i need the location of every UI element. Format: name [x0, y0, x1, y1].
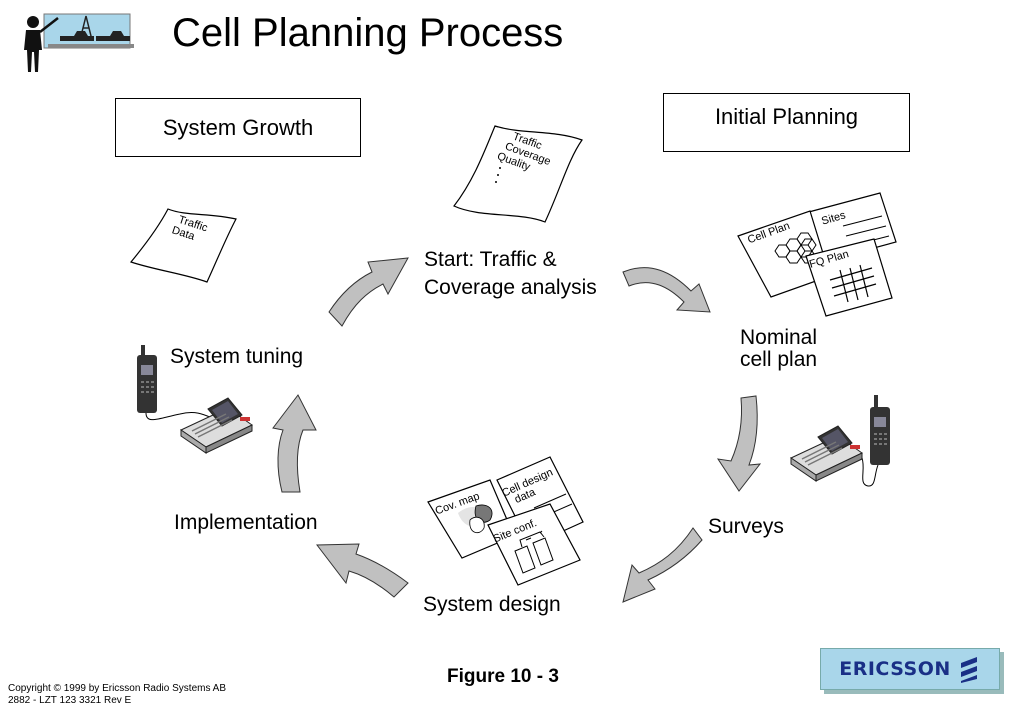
ericsson-mark-icon: [960, 657, 977, 683]
figure-caption: Figure 10 - 3: [447, 666, 559, 687]
stage-nominal-cell-plan: Nominal cell plan: [740, 327, 817, 371]
survey-phone-laptop-icon: [789, 395, 890, 487]
arrow-implementation-to-tuning: [272, 394, 317, 493]
arrow-design-to-implementation: [316, 543, 409, 598]
initial-planning-label: Initial Planning: [714, 104, 859, 129]
arrow-start-to-nominal: [622, 267, 711, 313]
hexagon-cells-icon: [774, 232, 817, 264]
traffic-coverage-quality-document: Traffic Coverage Quality: [453, 125, 583, 223]
presenter-icon: [24, 13, 134, 72]
stage-start-line1: Start: Traffic &: [424, 248, 557, 271]
system-design-documents: Cell design data Cov. map Site conf.: [427, 456, 584, 586]
arrow-tuning-to-start: [328, 257, 409, 327]
system-growth-label: System Growth: [162, 114, 314, 140]
traffic-data-document: Traffic Data: [129, 208, 237, 283]
stage-start-line2: Coverage analysis: [424, 276, 597, 299]
stage-nominal-line1: Nominal: [740, 326, 818, 349]
ericsson-logo: ERICSSON: [820, 648, 1000, 690]
logo-text: ERICSSON: [839, 658, 951, 680]
stage-system-tuning: System tuning: [170, 345, 304, 368]
frequency-grid-icon: [829, 264, 877, 303]
initial-planning-box: Initial Planning: [663, 93, 910, 152]
tuning-phone-laptop-icon: [137, 345, 253, 454]
stage-nominal-line2: cell plan: [740, 348, 818, 371]
cell-plan-documents: Sites Cell Plan FQ Plan: [737, 192, 897, 317]
stage-start-analysis: Start: Traffic & Coverage analysis: [424, 246, 597, 302]
system-growth-box: System Growth: [115, 98, 361, 157]
stage-system-design: System design: [423, 593, 561, 616]
site-configuration-icon: [514, 530, 554, 574]
copyright-line: Copyright © 1999 by Ericsson Radio Syste…: [8, 683, 227, 694]
document-number: 2882 - LZT 123 3321 Rev E: [8, 695, 132, 706]
stage-surveys: Surveys: [708, 515, 784, 538]
arrow-surveys-to-design: [622, 527, 703, 603]
arrow-nominal-to-surveys: [716, 395, 762, 492]
stage-implementation: Implementation: [174, 511, 318, 534]
cycle-arrows: [272, 257, 762, 603]
page-title: Cell Planning Process: [172, 11, 564, 55]
copyright-notice: Copyright © 1999 by Ericsson Radio Syste…: [8, 683, 226, 707]
